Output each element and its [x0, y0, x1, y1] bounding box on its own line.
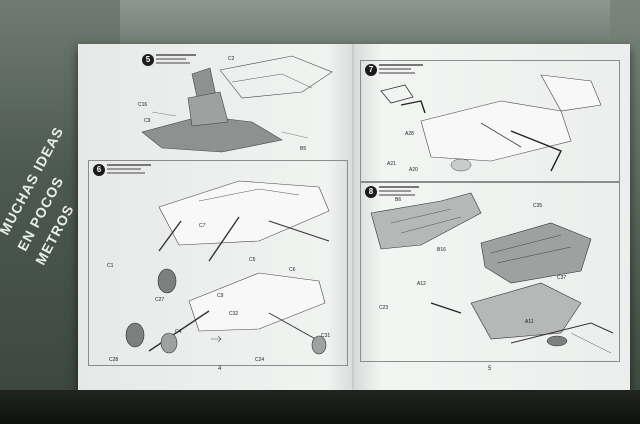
step-8-title — [379, 186, 449, 196]
part-label: B16 — [437, 247, 446, 253]
step-5-diagram — [141, 55, 333, 153]
step-6-diagram — [125, 180, 330, 355]
part-label: C32 — [229, 311, 239, 317]
part-label: A12 — [417, 281, 426, 287]
part-label: C2 — [228, 56, 235, 62]
part-label: A20 — [409, 167, 418, 173]
part-label: C31 — [321, 333, 331, 339]
step-6-panel: 6 C7 C1 C5 — [88, 160, 348, 366]
part-label: C28 — [109, 357, 119, 363]
part-label: C4 — [175, 329, 182, 335]
step-7-panel: 7 A28 A21 A20 — [360, 60, 620, 182]
part-label: C24 — [255, 357, 265, 363]
part-label: C37 — [557, 275, 567, 281]
table-surface — [0, 390, 640, 424]
part-label: C9 — [217, 293, 224, 299]
right-page-number: 5 — [488, 366, 492, 372]
part-label: C7 — [199, 223, 206, 229]
step-5-panel: 5 C16 C9 B5 C2 — [132, 52, 342, 158]
step-5-number: 5 — [142, 54, 154, 66]
part-label: C16 — [138, 102, 148, 108]
left-page: 5 C16 C9 B5 C2 6 — [78, 44, 354, 390]
part-label: C6 — [289, 267, 296, 273]
step-7-number: 7 — [365, 64, 377, 76]
part-label: C5 — [249, 257, 256, 263]
part-label: C1 — [107, 263, 114, 269]
part-label: C23 — [379, 305, 389, 311]
part-label: B5 — [300, 146, 307, 152]
part-label: C35 — [533, 203, 543, 209]
part-label: C27 — [155, 297, 165, 303]
part-label: A11 — [525, 319, 534, 325]
step-5-title — [156, 54, 226, 64]
step-7-diagram — [380, 74, 602, 172]
step-8-panel: 8 B6 B16 C35 C37 A12 C23 — [360, 182, 620, 362]
step-7-title — [379, 64, 449, 74]
part-label: A21 — [387, 161, 396, 167]
part-label: C9 — [144, 118, 151, 124]
right-page: 7 A28 A21 A20 8 — [354, 44, 630, 390]
step-8-number: 8 — [365, 186, 377, 198]
instruction-booklet: 5 C16 C9 B5 C2 6 — [78, 44, 630, 390]
step-6-title — [107, 164, 177, 174]
step-8-diagram — [370, 192, 614, 354]
part-label: A28 — [405, 131, 414, 137]
left-page-number: 4 — [218, 366, 222, 372]
part-label: B6 — [395, 197, 402, 203]
step-6-number: 6 — [93, 164, 105, 176]
